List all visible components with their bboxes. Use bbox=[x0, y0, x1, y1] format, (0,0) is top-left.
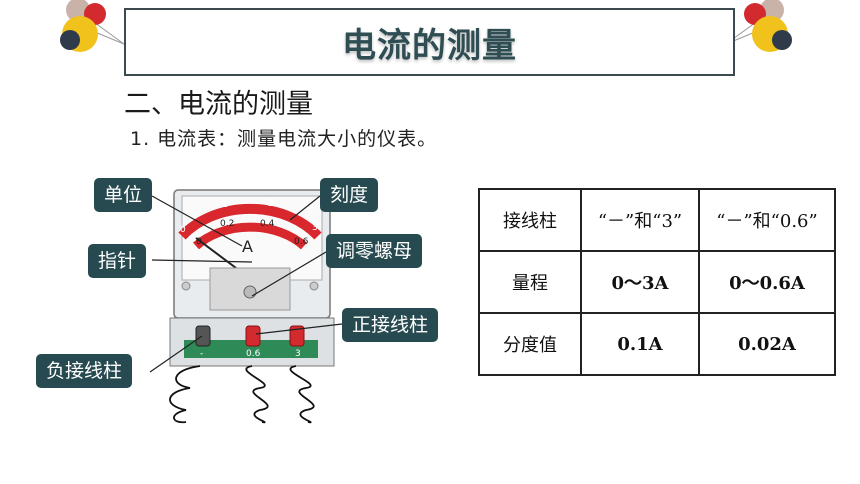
scale-upper-tick-label: 2 bbox=[268, 199, 274, 209]
scale-upper-tick-label: 1 bbox=[222, 200, 228, 210]
ammeter-illustration: 0 1 2 3 0 0.2 0.4 0.6 A - 0.6 3 bbox=[169, 189, 335, 424]
terminal-board bbox=[184, 340, 318, 358]
table-cell: 0.02A bbox=[698, 312, 836, 376]
ammeter-range-table: 接线柱 “－”和“3” “－”和“0.6” 量程 0～3A 0～0.6A 分度值… bbox=[478, 188, 836, 376]
balloon-decoration-left bbox=[60, 0, 125, 52]
label-scale: 刻度 bbox=[320, 178, 379, 212]
wire-coil bbox=[169, 365, 201, 424]
section-heading: 二、电流的测量 bbox=[124, 89, 313, 120]
wire-coil bbox=[245, 365, 269, 424]
screw-icon bbox=[309, 281, 319, 291]
table-cell: 接线柱 bbox=[478, 188, 582, 252]
table-cell: 分度值 bbox=[478, 312, 582, 376]
table-cell: 量程 bbox=[478, 250, 582, 314]
table-cell: “－”和“0.6” bbox=[698, 188, 836, 252]
terminal-3 bbox=[289, 325, 305, 347]
screw-icon bbox=[181, 281, 191, 291]
label-positive-terminal: 正接线柱 bbox=[342, 308, 439, 342]
terminal-mark: 3 bbox=[295, 349, 301, 359]
scale-lower-tick-label: 0.6 bbox=[294, 237, 309, 247]
terminal-mark: - bbox=[200, 349, 203, 359]
label-unit: 单位 bbox=[94, 178, 153, 212]
table-row: 分度值 0.1A 0.02A bbox=[478, 312, 836, 376]
terminal-mark: 0.6 bbox=[246, 349, 261, 359]
wire-coil bbox=[289, 365, 315, 424]
table-row: 量程 0～3A 0～0.6A bbox=[478, 250, 836, 314]
negative-terminal bbox=[195, 325, 211, 347]
table-cell: “－”和“3” bbox=[580, 188, 700, 252]
zero-adjust-nut bbox=[243, 285, 257, 299]
scale-lower-tick-label: 0.4 bbox=[260, 219, 275, 229]
scale-lower-tick-label: 0.2 bbox=[220, 219, 234, 229]
label-zero-nut: 调零螺母 bbox=[326, 234, 423, 268]
table-cell: 0～3A bbox=[580, 250, 700, 314]
terminal-0.6 bbox=[245, 325, 261, 347]
balloon-decoration-right bbox=[725, 0, 792, 52]
scale-upper-tick-label: 3 bbox=[312, 223, 318, 233]
definition-line: 1. 电流表：测量电流大小的仪表。 bbox=[130, 128, 438, 150]
scale-upper-tick-label: 0 bbox=[180, 225, 186, 235]
title-box: 电流的测量 bbox=[124, 8, 735, 76]
slide-title: 电流的测量 bbox=[342, 25, 517, 66]
table-row: 接线柱 “－”和“3” “－”和“0.6” bbox=[478, 188, 836, 252]
table-cell: 0～0.6A bbox=[698, 250, 836, 314]
label-pointer: 指针 bbox=[88, 244, 147, 278]
unit-symbol: A bbox=[242, 237, 253, 256]
label-negative-terminal: 负接线柱 bbox=[36, 354, 133, 388]
table-cell: 0.1A bbox=[580, 312, 700, 376]
